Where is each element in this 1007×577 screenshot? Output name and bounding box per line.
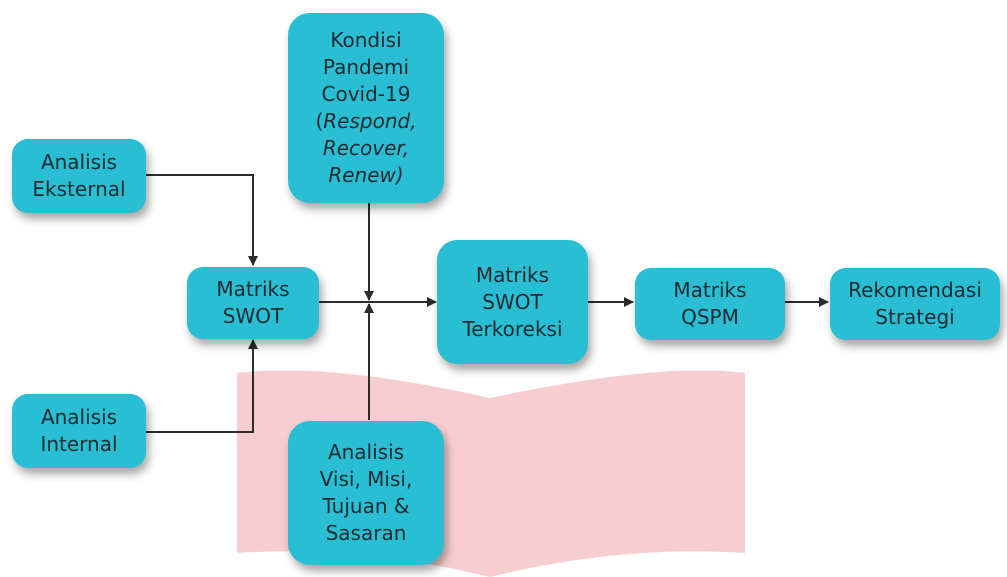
node-analisis-visi-misi: Analisis Visi, Misi, Tujuan & Sasaran: [288, 421, 444, 565]
node-analisis-visi-line-3: Tujuan &: [322, 494, 410, 518]
node-terkoreksi-line-3: Terkoreksi: [462, 316, 563, 341]
node-analisis-visi-line-2: Visi, Misi,: [319, 467, 413, 491]
node-analisis-visi-line-1: Analisis: [327, 440, 405, 464]
node-analisis-internal: Analisis Internal: [12, 394, 146, 468]
node-qspm-line-1: Matriks: [673, 278, 747, 302]
node-kondisi-pandemi-line-6: Renew): [328, 162, 403, 189]
node-matriks-swot: Matriks SWOT: [187, 267, 319, 339]
node-analisis-eksternal: Analisis Eksternal: [12, 139, 146, 213]
arrow-eksternal-to-swot: [146, 174, 258, 266]
node-analisis-eksternal-line-1: Analisis: [40, 150, 118, 174]
node-matriks-swot-terkoreksi: Matriks SWOT Terkoreksi: [437, 240, 588, 364]
node-kondisi-pandemi-line-3: Covid-19: [321, 82, 411, 106]
node-terkoreksi-line-2: SWOT: [482, 289, 543, 314]
open-paren: (: [315, 109, 324, 133]
node-rekomendasi-line-1: Rekomendasi: [848, 278, 982, 302]
respond-text: Respond,: [323, 109, 417, 133]
renew-text: Renew: [328, 163, 396, 187]
arrow-internal-to-swot: [146, 339, 258, 433]
close-paren: ): [395, 163, 404, 187]
node-kondisi-pandemi-line-1: Kondisi: [330, 28, 402, 52]
node-matriks-qspm: Matriks QSPM: [635, 268, 785, 340]
node-analisis-internal-line-2: Internal: [40, 432, 118, 456]
node-terkoreksi-line-1: Matriks: [475, 262, 550, 287]
node-rekomendasi-strategi: Rekomendasi Strategi: [830, 268, 1000, 340]
node-kondisi-pandemi-line-5: Recover,: [322, 136, 410, 160]
node-kondisi-pandemi-line-4: (Respond,: [315, 108, 416, 135]
node-rekomendasi-line-2: Strategi: [875, 305, 955, 329]
node-analisis-eksternal-line-2: Eksternal: [32, 177, 126, 201]
node-qspm-line-2: QSPM: [681, 305, 739, 329]
node-analisis-visi-line-4: Sasaran: [325, 521, 407, 545]
node-matriks-swot-line-1: Matriks: [216, 277, 290, 301]
node-kondisi-pandemi-line-2: Pandemi: [322, 55, 410, 79]
node-kondisi-pandemi: Kondisi Pandemi Covid-19 (Respond, Recov…: [288, 13, 444, 203]
node-analisis-internal-line-1: Analisis: [40, 405, 118, 429]
node-matriks-swot-line-2: SWOT: [222, 304, 284, 328]
